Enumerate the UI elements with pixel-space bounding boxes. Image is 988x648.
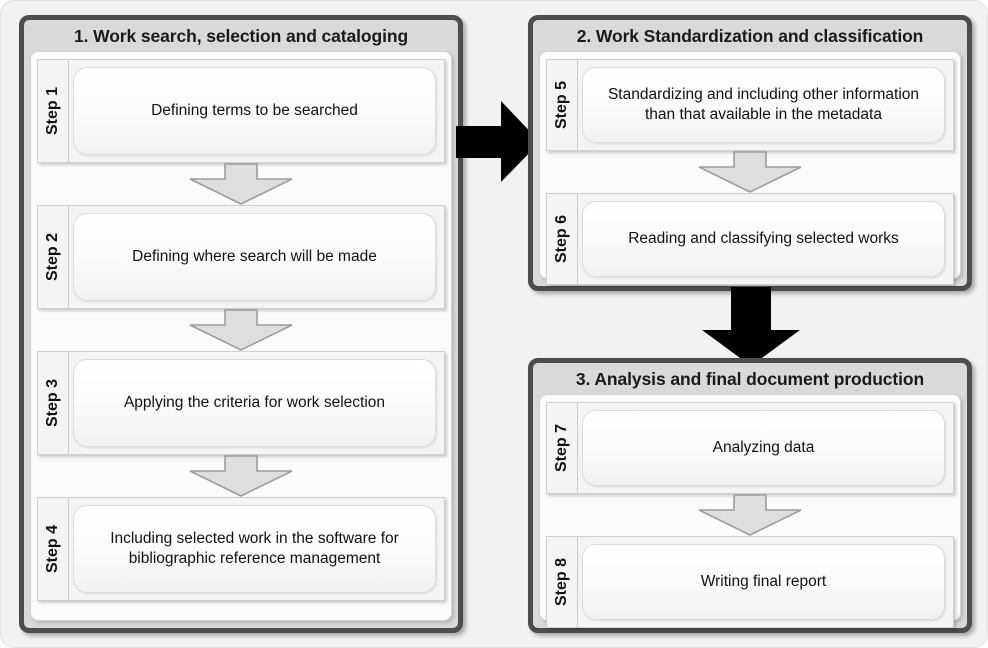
step-label-cell: Step 5 [547, 60, 578, 151]
step-box-cell: Standardizing and including other inform… [578, 60, 953, 150]
step-label: Step 1 [44, 87, 61, 136]
step-row[interactable]: Step 5 Standardizing and including other… [546, 59, 954, 152]
step-box[interactable]: Standardizing and including other inform… [582, 67, 945, 144]
step-box[interactable]: Applying the criteria for work selection [73, 359, 436, 448]
step-box-cell: Analyzing data [578, 403, 953, 493]
step-label: Step 6 [553, 215, 570, 264]
arrow-right-panel1-to-panel2-icon [456, 101, 540, 183]
step-box[interactable]: Including selected work in the software … [73, 505, 436, 594]
step-row[interactable]: Step 6 Reading and classifying selected … [546, 193, 954, 286]
connector-arrow-down-icon [189, 455, 293, 498]
step-box-cell: Including selected work in the software … [69, 498, 444, 600]
panel-1-body: Step 1 Defining terms to be searched Ste… [30, 51, 452, 622]
arrow-down-panel2-to-panel3-icon [701, 287, 801, 367]
step-label: Step 8 [553, 558, 570, 607]
panel-1-title: 1. Work search, selection and cataloging [73, 26, 409, 46]
connector-arrow-down-icon [698, 151, 802, 194]
step-row[interactable]: Step 4 Including selected work in the so… [37, 497, 445, 602]
step-box-cell: Defining terms to be searched [69, 60, 444, 162]
step-row[interactable]: Step 3 Applying the criteria for work se… [37, 351, 445, 456]
step-box[interactable]: Writing final report [582, 544, 945, 621]
panel-2-title: 2. Work Standardization and classificati… [576, 26, 924, 46]
step-box[interactable]: Analyzing data [582, 410, 945, 487]
step-row[interactable]: Step 8 Writing final report [546, 536, 954, 629]
connector-arrow-down-icon [189, 309, 293, 352]
connector-arrow-down-icon [189, 163, 293, 206]
step-label: Step 2 [44, 233, 61, 282]
step-box-cell: Defining where search will be made [69, 206, 444, 308]
panel-analysis-final-document-production: 3. Analysis and final document productio… [528, 358, 972, 633]
step-label-cell: Step 3 [38, 352, 69, 455]
step-box[interactable]: Defining terms to be searched [73, 67, 436, 156]
panel-work-standardization-classification: 2. Work Standardization and classificati… [528, 15, 972, 291]
step-label: Step 5 [553, 81, 570, 130]
step-label-cell: Step 1 [38, 60, 69, 163]
step-label-cell: Step 6 [547, 194, 578, 285]
step-box-cell: Applying the criteria for work selection [69, 352, 444, 454]
connector-arrow-down-icon [698, 494, 802, 537]
step-label-cell: Step 7 [547, 403, 578, 494]
step-label: Step 7 [553, 424, 570, 473]
panel-3-body: Step 7 Analyzing data Step 8 Writing fin… [539, 394, 961, 629]
step-label: Step 4 [44, 525, 61, 574]
step-box-cell: Reading and classifying selected works [578, 194, 953, 284]
step-row[interactable]: Step 1 Defining terms to be searched [37, 59, 445, 164]
panel-2-body: Step 5 Standardizing and including other… [539, 51, 961, 286]
panel-3-title: 3. Analysis and final document productio… [575, 369, 925, 389]
step-row[interactable]: Step 2 Defining where search will be mad… [37, 205, 445, 310]
step-label: Step 3 [44, 379, 61, 428]
step-label-cell: Step 8 [547, 537, 578, 628]
step-label-cell: Step 4 [38, 498, 69, 601]
step-box[interactable]: Reading and classifying selected works [582, 201, 945, 278]
step-label-cell: Step 2 [38, 206, 69, 309]
step-box[interactable]: Defining where search will be made [73, 213, 436, 302]
step-row[interactable]: Step 7 Analyzing data [546, 402, 954, 495]
panel-work-search-selection-cataloging: 1. Work search, selection and cataloging… [19, 15, 463, 633]
step-box-cell: Writing final report [578, 537, 953, 627]
